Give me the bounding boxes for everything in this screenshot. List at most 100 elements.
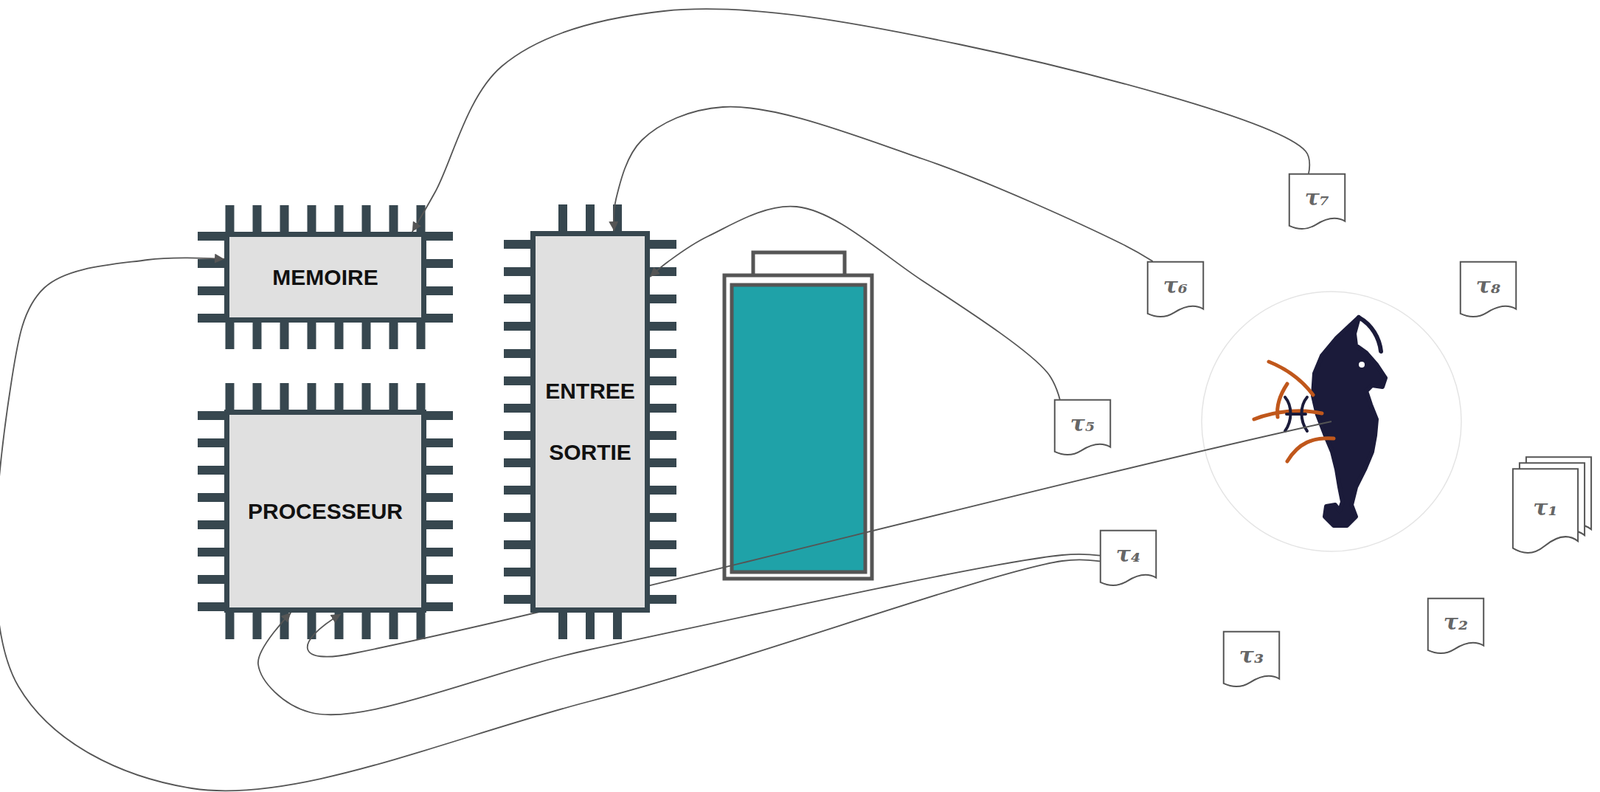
task-document: τ₇ [1288,173,1346,231]
chip-pin [424,547,453,557]
chip-pin [503,458,532,467]
chip-pin [648,458,677,467]
logo-leader-line [307,421,1332,657]
chip-pin [197,520,226,529]
chip-pin [648,567,677,577]
chip-pin [503,539,532,549]
chip-pin [613,610,622,639]
task-document: τ₈ [1459,261,1517,318]
chip-pin [253,320,262,349]
chip-pin [648,485,677,495]
pisces-symbol [1285,396,1308,431]
chip-pin [424,438,453,448]
chip-pin [648,294,677,304]
battery-symbol [724,252,872,579]
battery-charge [731,284,866,572]
task-document: τ₂ [1427,597,1485,655]
task-document: τ₅ [1054,399,1111,456]
task-document: τ₁ [1512,467,1579,555]
chip-pin [503,376,532,386]
seahorse-logo [1254,317,1386,526]
chip-pin [389,610,399,639]
chip-pin [424,465,453,475]
chip-pin [503,567,532,577]
chip-pin [280,382,290,411]
chip-pin [558,610,568,639]
chip-pin [416,382,426,411]
chip-pin [280,320,290,349]
document-sheet [1223,631,1280,687]
chip-pin [280,205,290,234]
chip-pin [197,492,226,502]
chip-pin [197,465,226,475]
chip-pin [225,382,235,411]
chip-pin [558,204,568,233]
seahorse-crest [1358,317,1381,352]
chip-pin [225,320,235,349]
chip-pin [424,258,453,268]
chip-pin [503,267,532,276]
chip-pin [648,539,677,549]
task-label: τ₃ [1239,641,1264,668]
chip-pin [362,382,372,411]
chip-pin [585,610,595,639]
chip-pin [362,610,372,639]
task-label: τ₈ [1476,272,1501,299]
chip-pin [424,410,453,420]
task-document: τ₆ [1147,261,1204,318]
chip-pin [197,258,226,268]
chip-label: PROCESSEUR [247,498,403,524]
orange-arc [1287,438,1334,462]
seahorse-body [1313,317,1386,526]
document-sheet [1512,468,1578,553]
chip-pin [389,382,399,411]
chip-pin [416,320,426,349]
chip-pin [648,348,677,358]
chip-pin [362,320,372,349]
chip-pin [197,547,226,557]
chip-pin [197,313,226,323]
document-sheet [1289,174,1345,229]
battery-case [724,275,872,579]
chip-pin [585,204,595,233]
task-connector [412,8,1310,232]
chip-pin [197,438,226,448]
chip-pin [503,430,532,440]
chip-pin [648,239,677,249]
task-connector [613,106,1153,262]
chip-pin [503,594,532,604]
document-sheet [1054,399,1111,455]
task-label: τ₄ [1116,540,1141,567]
chip-pin [503,403,532,413]
chip-pin [307,610,317,639]
document-sheet [1460,261,1516,317]
orange-arc [1268,361,1314,395]
chip-pin [416,610,426,639]
chip-pin [503,512,532,522]
chip-pin [424,492,453,502]
battery-cap [753,252,845,276]
chip-pin [503,485,532,495]
chip-pin [424,231,453,241]
chip-pin [424,520,453,529]
chip-pin [503,348,532,358]
document-sheet [1428,598,1484,653]
task-label: τ₆ [1163,272,1188,299]
chip-label: ENTREE SORTIE [539,360,641,483]
chip-pin [253,382,262,411]
chip-pins [197,204,677,639]
chip-pin [225,610,235,639]
chip-pin [424,601,453,611]
chip-pin [648,594,677,604]
chip-box: MEMOIRE [224,231,427,323]
chip-pin [362,205,372,234]
chip-pin [307,382,317,411]
chip-pin [253,610,262,639]
chip-pin [424,286,453,296]
chip-box: PROCESSEUR [224,409,427,613]
task-document: τ₃ [1223,630,1280,688]
chip-pin [648,430,677,440]
